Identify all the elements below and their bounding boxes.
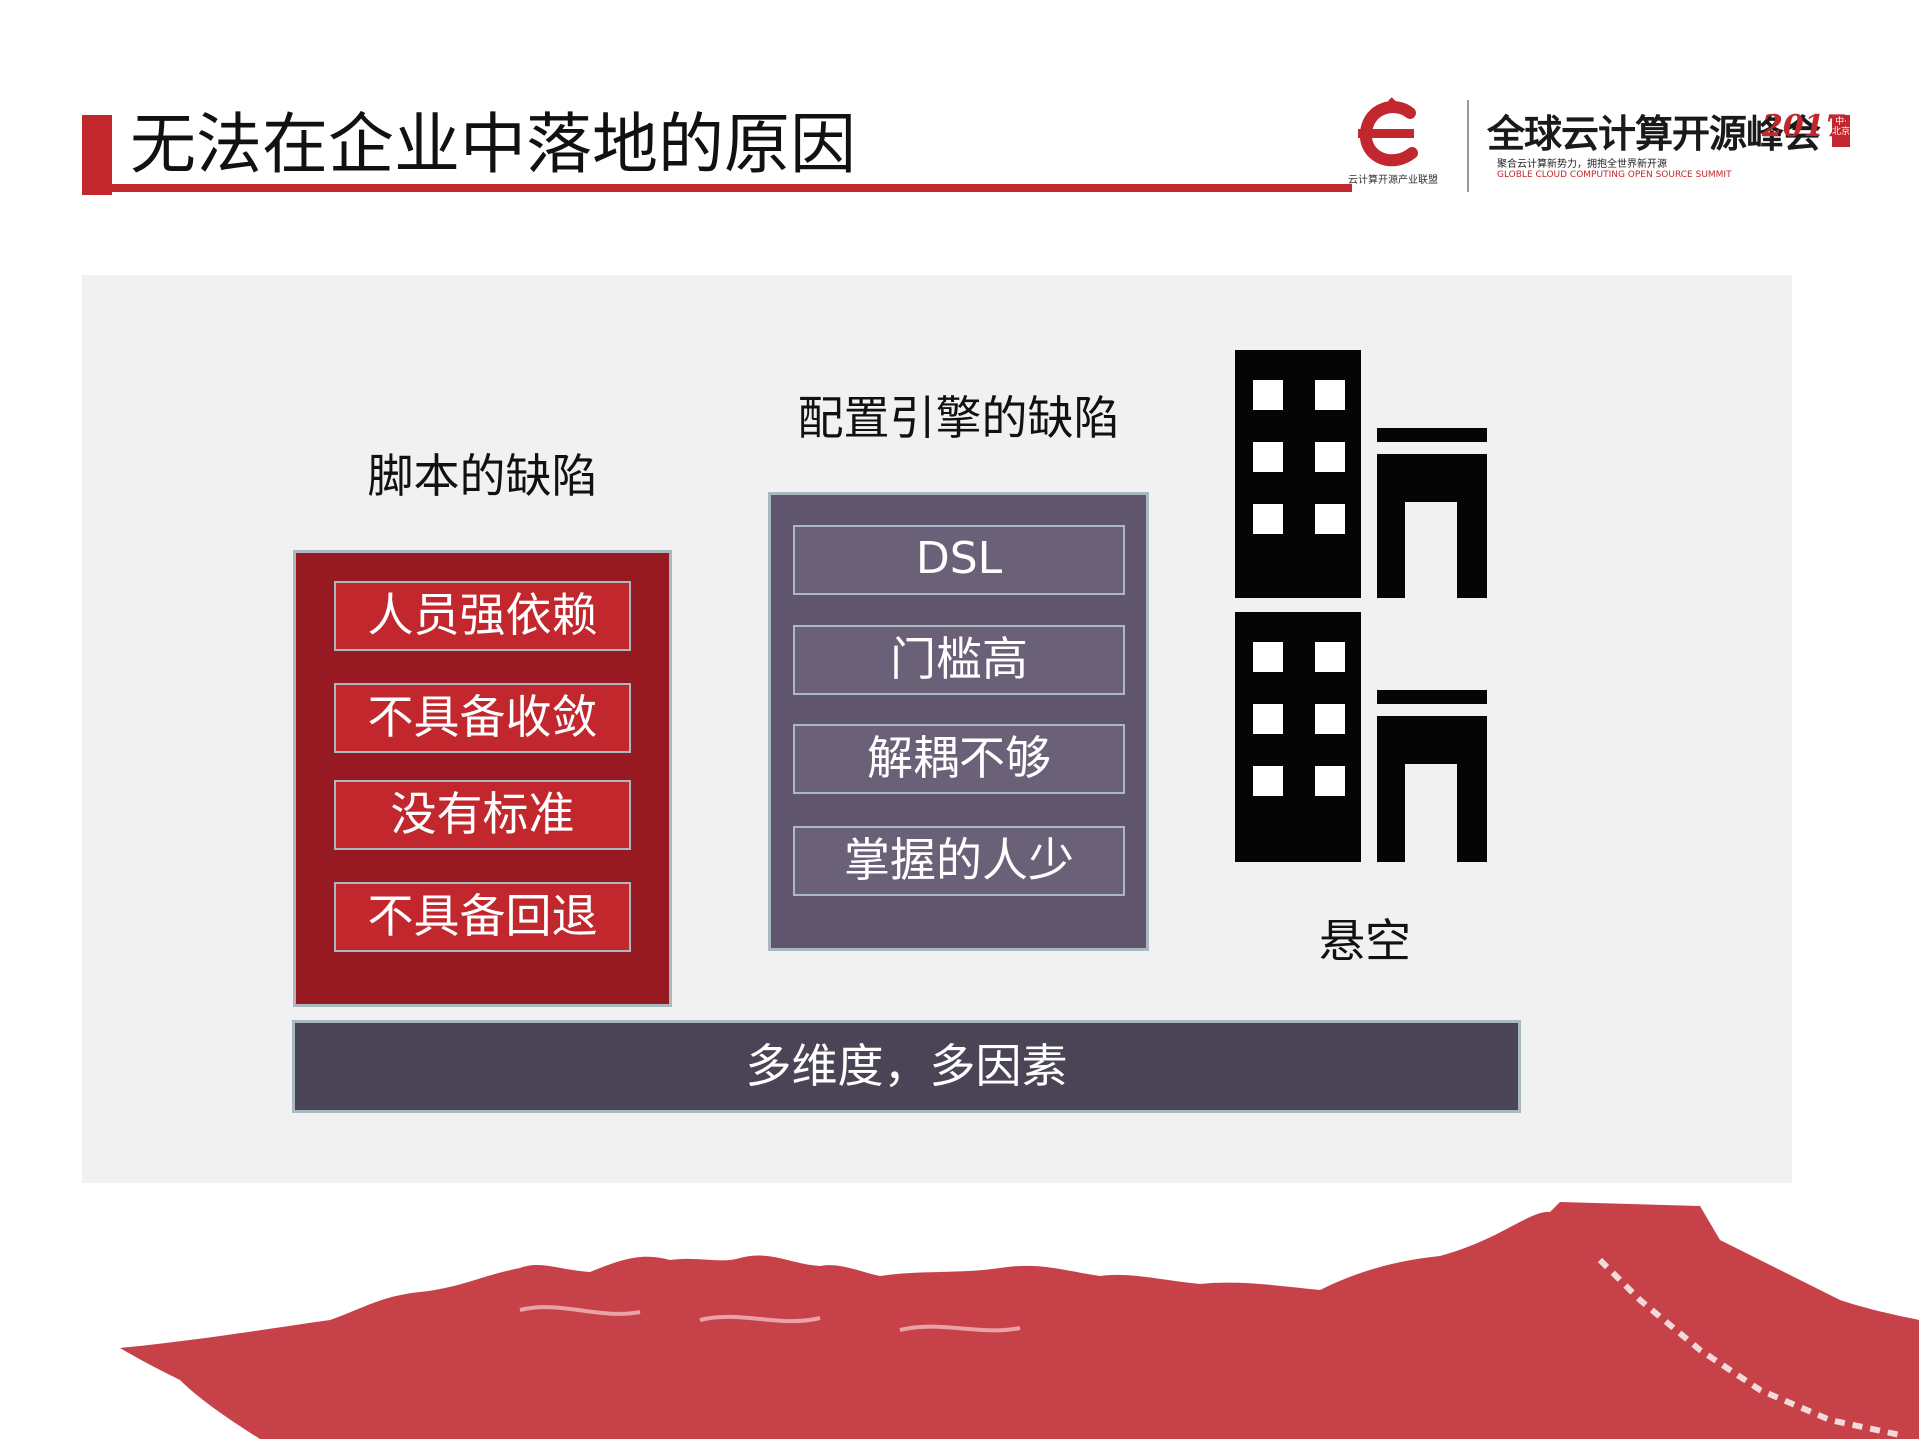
alliance-logo-icon — [1358, 97, 1418, 167]
slide-title: 无法在企业中落地的原因 — [130, 106, 856, 183]
title-accent-bar — [82, 115, 112, 195]
suspended-caption: 悬空 — [1319, 914, 1411, 968]
list-item: 没有标准 — [334, 780, 631, 850]
list-item: 不具备回退 — [334, 882, 631, 952]
summit-slogan: 聚合云计算新势力，拥抱全世界新开源 — [1497, 159, 1667, 170]
summit-english-name: GLOBLE CLOUD COMPUTING OPEN SOURCE SUMMI… — [1497, 170, 1732, 180]
list-item: DSL — [793, 525, 1125, 595]
bottom-summary-bar: 多维度，多因素 — [292, 1020, 1521, 1113]
summit-name: 全球云计算开源峰会 — [1487, 111, 1821, 156]
config-heading: 配置引擎的缺陷 — [797, 391, 1120, 445]
logo-divider — [1467, 100, 1469, 192]
config-defects-box: DSL 门槛高 解耦不够 掌握的人少 — [768, 492, 1149, 951]
list-item: 人员强依赖 — [334, 581, 631, 651]
great-wall-landscape-icon — [120, 1202, 1919, 1439]
summit-year: 2017 — [1762, 109, 1846, 144]
logo-group: 云计算开源产业联盟 全球云计算开源峰会 2017 中·北京 聚合云计算新势力，拥… — [1348, 95, 1852, 195]
title-underline — [82, 184, 1352, 192]
list-item: 门槛高 — [793, 625, 1125, 695]
script-defects-box: 人员强依赖 不具备收敛 没有标准 不具备回退 — [293, 550, 672, 1007]
buildings-icon — [1235, 350, 1487, 862]
list-item: 不具备收敛 — [334, 683, 631, 753]
alliance-caption: 云计算开源产业联盟 — [1348, 175, 1438, 186]
list-item: 掌握的人少 — [793, 826, 1125, 896]
summit-city-badge: 中·北京 — [1832, 115, 1850, 147]
list-item: 解耦不够 — [793, 724, 1125, 794]
script-heading: 脚本的缺陷 — [367, 449, 598, 503]
